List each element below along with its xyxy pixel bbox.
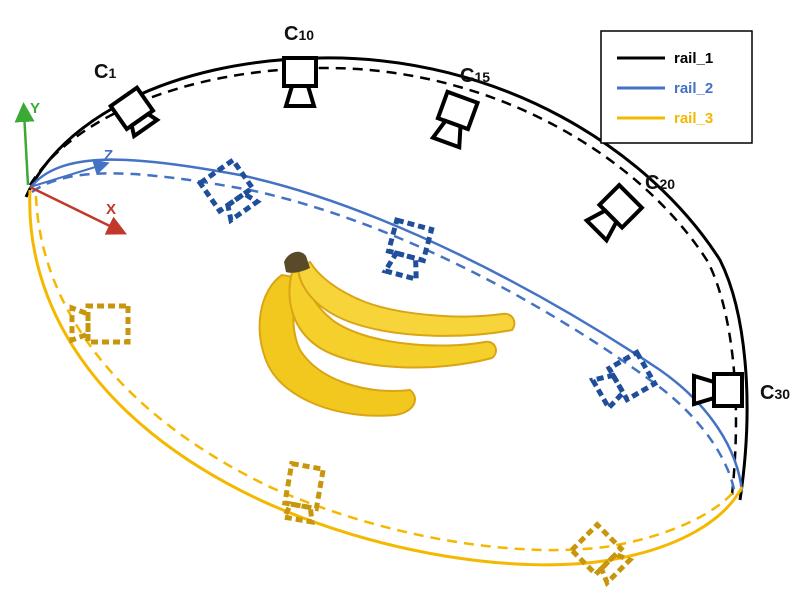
legend-label-rail-3: rail_3 — [674, 110, 713, 127]
camera-label-c1: C1 — [94, 61, 116, 83]
banana-middle — [288, 268, 497, 369]
banana-left — [258, 273, 416, 417]
legend-label-rail-1: rail_1 — [674, 50, 713, 67]
rail-1-camera-1 — [107, 84, 161, 140]
rail-1-camera-15 — [429, 89, 481, 151]
coordinate-axes: Y Z X — [14, 100, 127, 235]
rail-3-solid — [28, 189, 744, 567]
banana-bunch-icon — [258, 251, 516, 417]
rail-2-camera-b — [381, 217, 435, 283]
y-axis-arrow — [14, 102, 35, 186]
rail-3-dashed — [34, 195, 736, 552]
rail-3-camera-c — [568, 521, 635, 588]
y-axis-label: Y — [30, 100, 40, 117]
z-axis-label: Z — [104, 147, 113, 164]
legend: rail_1 rail_2 rail_3 — [600, 30, 753, 144]
rail-2-camera-a — [196, 156, 262, 225]
rail-2-camera-c — [588, 348, 659, 413]
rail-3-camera-b — [280, 460, 327, 526]
camera-label-c30: C30 — [760, 382, 790, 404]
rail-1-camera-20 — [583, 182, 645, 244]
rail-1-camera-30 — [692, 372, 744, 408]
legend-label-rail-2: rail_2 — [674, 80, 713, 97]
rail-3-camera-a — [69, 303, 131, 345]
camera-label-c15: C15 — [460, 65, 490, 87]
camera-label-c10: C10 — [284, 23, 314, 45]
banana-right — [296, 260, 516, 337]
x-axis-arrow — [29, 185, 127, 235]
camera-label-c20: C20 — [645, 172, 675, 194]
z-axis-arrow — [29, 159, 110, 188]
x-axis-label: X — [106, 201, 116, 218]
rail-1-camera-10 — [282, 56, 318, 108]
rail-2-dashed — [31, 172, 737, 496]
banana-stem — [284, 251, 310, 273]
